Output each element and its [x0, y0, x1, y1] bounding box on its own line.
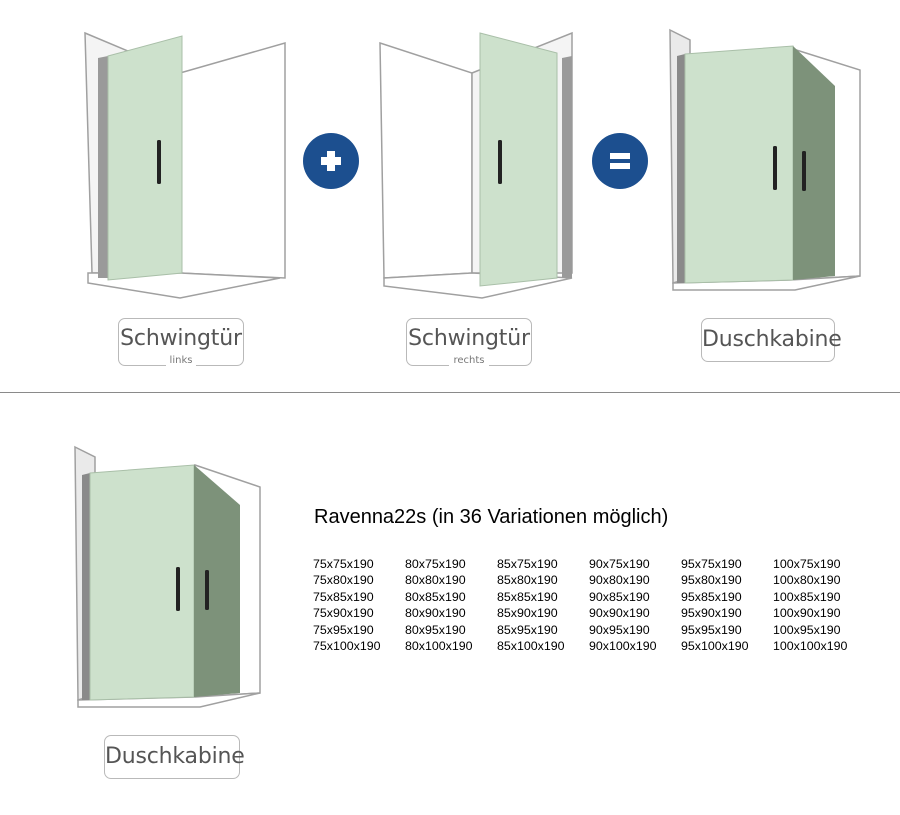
size-cell: 80x80x190	[405, 573, 466, 588]
size-column-80: 80x75x190 80x80x190 80x85x190 80x90x190 …	[405, 556, 497, 654]
caption-label: Schwingtür	[120, 326, 242, 351]
size-cell: 100x95x190	[773, 622, 841, 637]
size-cell: 90x90x190	[589, 606, 650, 621]
size-cell: 90x75x190	[589, 557, 650, 571]
size-cell: 80x75x190	[405, 557, 466, 571]
size-cell: 95x85x190	[681, 589, 742, 604]
size-cell: 75x85x190	[313, 589, 374, 604]
size-cell: 85x95x190	[497, 622, 558, 637]
size-cell: 95x95x190	[681, 622, 742, 637]
caption-shower-cabin-bottom: Duschkabine	[104, 735, 245, 779]
size-cell: 85x80x190	[497, 573, 558, 588]
size-cell: 100x100x190	[773, 638, 848, 653]
size-cell: 100x90x190	[773, 606, 841, 621]
size-cell: 100x80x190	[773, 573, 841, 588]
size-cell: 80x90x190	[405, 606, 466, 621]
size-cell: 80x100x190	[405, 638, 473, 653]
swing-door-left-illustration	[84, 31, 286, 299]
size-column-90: 90x75x190 90x80x190 90x85x190 90x90x190 …	[589, 556, 681, 654]
shower-cabin-illustration	[669, 28, 861, 291]
size-cell: 95x75x190	[681, 557, 742, 571]
size-cell: 75x75x190	[313, 557, 374, 571]
caption-label: Schwingtür	[408, 326, 530, 351]
size-cell: 85x100x190	[497, 638, 565, 653]
size-cell: 100x75x190	[773, 557, 841, 571]
caption-swing-door-right: Schwingtür rechts	[406, 318, 532, 366]
size-cell: 85x90x190	[497, 606, 558, 621]
product-title: Ravenna22s (in 36 Variationen möglich)	[314, 506, 669, 528]
size-cell: 85x75x190	[497, 557, 558, 571]
plus-icon	[303, 133, 359, 189]
size-cell: 75x100x190	[313, 638, 381, 653]
size-column-95: 95x75x190 95x80x190 95x85x190 95x90x190 …	[681, 556, 773, 654]
size-cell: 75x80x190	[313, 573, 374, 588]
size-cell: 90x100x190	[589, 638, 657, 653]
size-cell: 95x80x190	[681, 573, 742, 588]
section-divider	[0, 392, 900, 393]
size-cell: 75x95x190	[313, 622, 374, 637]
size-cell: 95x90x190	[681, 606, 742, 621]
shower-cabin-illustration-bottom	[74, 445, 261, 708]
size-cell: 90x95x190	[589, 622, 650, 637]
caption-shower-cabin: Duschkabine	[701, 318, 842, 362]
caption-label: Duschkabine	[702, 327, 842, 352]
size-cell: 90x80x190	[589, 573, 650, 588]
caption-sublabel: links	[119, 355, 243, 366]
size-column-85: 85x75x190 85x80x190 85x85x190 85x90x190 …	[497, 556, 589, 654]
caption-label: Duschkabine	[105, 744, 245, 769]
size-cell: 80x95x190	[405, 622, 466, 637]
size-cell: 95x100x190	[681, 638, 749, 653]
size-column-75: 75x75x190 75x80x190 75x85x190 75x90x190 …	[313, 556, 405, 654]
size-cell: 100x85x190	[773, 589, 841, 604]
size-column-100: 100x75x190 100x80x190 100x85x190 100x90x…	[773, 556, 865, 654]
size-cell: 85x85x190	[497, 589, 558, 604]
caption-swing-door-left: Schwingtür links	[118, 318, 244, 366]
swing-door-right-illustration	[379, 31, 573, 299]
size-cell: 75x90x190	[313, 606, 374, 621]
size-cell: 80x85x190	[405, 589, 466, 604]
size-cell: 90x85x190	[589, 589, 650, 604]
caption-sublabel: rechts	[407, 355, 531, 366]
equals-icon	[592, 133, 648, 189]
